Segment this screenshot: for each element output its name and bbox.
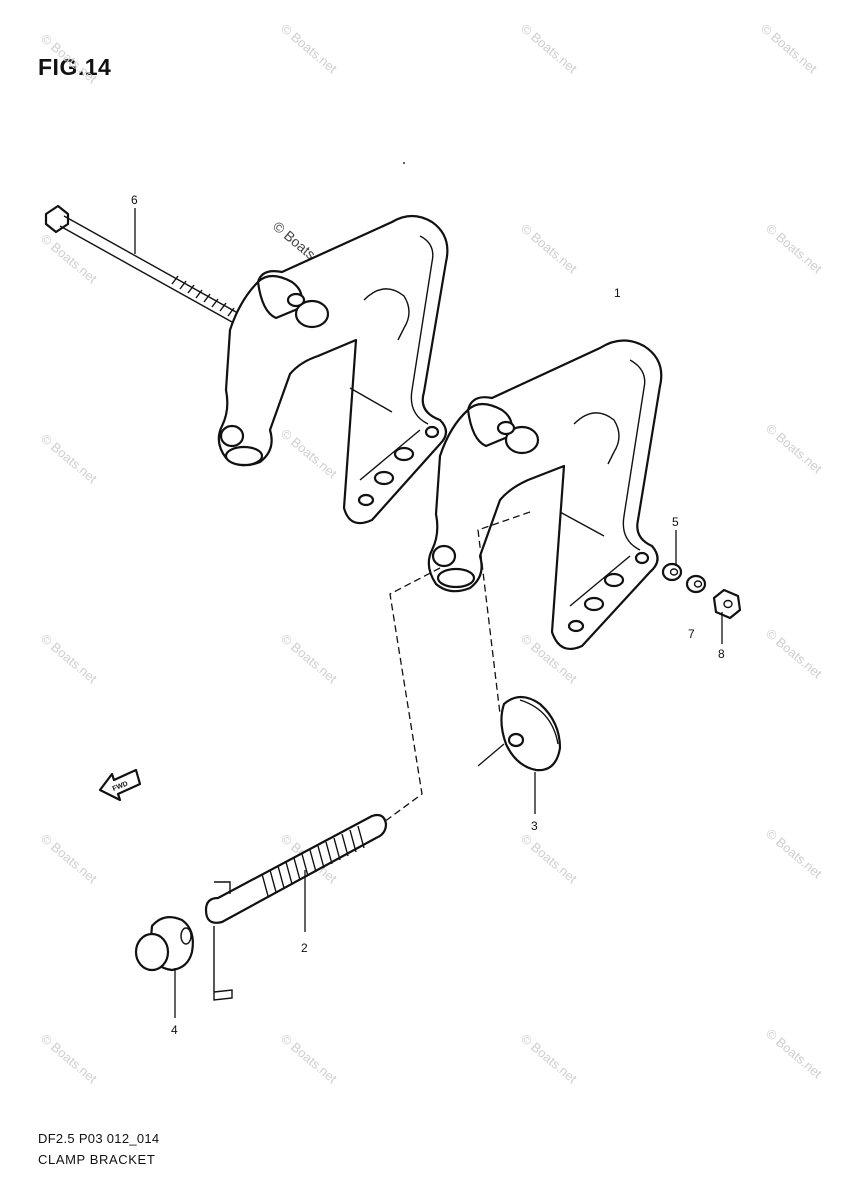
watermark: © Boats.net [518, 221, 580, 277]
part-6-bolt [44, 204, 239, 323]
speck [403, 162, 405, 164]
watermark: © Boats.net [518, 831, 580, 887]
part-1-clamp-bracket-right [427, 339, 663, 650]
watermark: © Boats.net [278, 631, 340, 687]
figure-name: CLAMP BRACKET [38, 1152, 156, 1167]
callout-3: 3 [531, 819, 538, 833]
callouts: 1 2 3 4 5 6 7 8 [131, 193, 725, 1037]
watermark: © Boats.net [38, 431, 100, 487]
part-2-screw [204, 813, 388, 1001]
watermark: © Boats.net [38, 631, 100, 687]
callout-7: 7 [688, 627, 695, 641]
callout-4: 4 [171, 1023, 178, 1037]
watermark: © Boats.net [278, 1031, 340, 1087]
assembly-lines [383, 511, 531, 823]
watermark: © Boats.net [278, 426, 340, 482]
leader-lines [134, 208, 723, 1018]
watermark: © Boats.net [38, 231, 100, 287]
watermark: © Boats.net [278, 21, 340, 77]
forward-arrow: FWD [98, 768, 142, 802]
figure-code: DF2.5 P03 012_014 [38, 1131, 160, 1146]
watermark: © Boats.net [763, 221, 825, 277]
watermark: © Boats.net [763, 626, 825, 682]
figure-title: FIG.14 [38, 54, 112, 80]
part-8-nut [685, 574, 742, 620]
watermark: © Boats.net [518, 21, 580, 77]
watermark: © Boats.net [518, 1031, 580, 1087]
callout-8: 8 [718, 647, 725, 661]
part-4-knob [134, 915, 194, 972]
watermark: © Boats.net [763, 1026, 825, 1082]
watermark: © Boats.net [758, 21, 820, 77]
watermark: © Boats.net [763, 421, 825, 477]
callout-5: 5 [672, 515, 679, 529]
watermark: © Boats.net [763, 826, 825, 882]
callout-1: 1 [614, 286, 621, 300]
part-1-clamp-bracket-left [217, 214, 449, 525]
callout-6: 6 [131, 193, 138, 207]
part-3-pad [500, 695, 562, 772]
watermark: © Boats.net [38, 1031, 100, 1087]
callout-2: 2 [301, 941, 308, 955]
watermark: © Boats.net [38, 831, 100, 887]
part-5-washer [661, 562, 683, 582]
watermark: © Boats.net [38, 31, 100, 87]
